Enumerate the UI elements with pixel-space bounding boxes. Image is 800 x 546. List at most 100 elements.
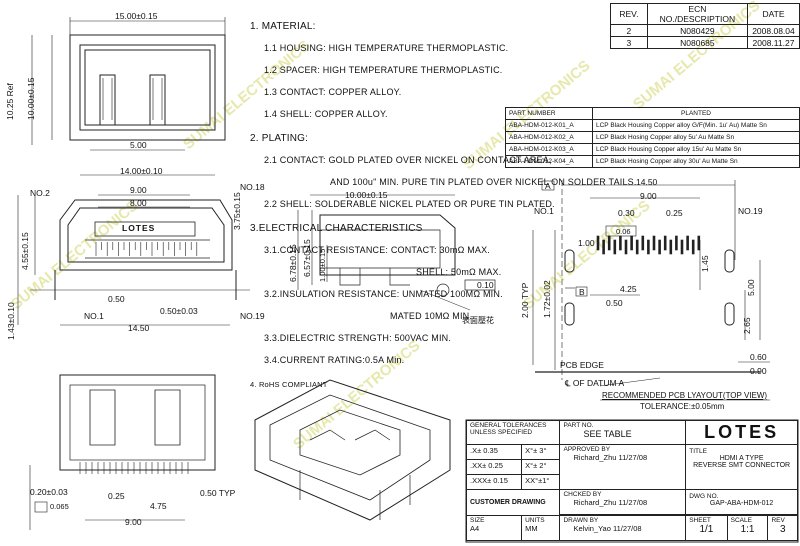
note-line: 3.4.CURRENT RATING:0.5A Min.	[264, 355, 405, 365]
pcb-pad	[641, 235, 645, 251]
note-line: 3.2.INSULATION RESISTANCE: UNMATED 100MΩ…	[264, 289, 503, 299]
dim-label: NO.2	[30, 188, 50, 198]
date-cell: 2008.08.04	[746, 24, 800, 37]
pcb-dim: 0.30	[618, 208, 635, 218]
pcb-dim: NO.1	[534, 206, 554, 216]
pcb-pad	[658, 239, 661, 255]
dim-label: 14.50	[128, 323, 150, 333]
note-line: SHELL: 50mΩ MAX.	[416, 267, 502, 277]
approved-value: Richard_Zhu 11/27/08	[573, 453, 648, 462]
lotes-logo: LOTES	[704, 422, 780, 442]
pcb-pad	[647, 239, 650, 255]
pcb-dim: NO.19	[738, 206, 763, 216]
pcb-pad	[675, 235, 678, 251]
pcb-tolerance: TOLERANCE:±0.05mm	[640, 402, 725, 411]
scale-label: SCALE	[730, 517, 752, 524]
note-line: 1.1 HOUSING: HIGH TEMPERATURE THERMOPLAS…	[264, 43, 509, 53]
note-line: AND 100u" MIN. PURE TIN PLATED OVER NICK…	[330, 177, 637, 187]
pcb-pad	[602, 239, 605, 255]
dim-label: 表面壓花	[462, 316, 494, 325]
tol-row: .X± 0.35	[465, 444, 523, 460]
pcb-pad	[613, 239, 617, 255]
pcb-pad	[624, 239, 628, 255]
dim-label: NO.1	[84, 311, 104, 321]
pcb-dim: 0.06	[616, 227, 631, 236]
datum-center-label: ℄ OF DATUM A	[565, 378, 625, 388]
note-line: 1.3 CONTACT: COPPER ALLOY.	[264, 87, 402, 97]
pcb-pad	[691, 239, 695, 255]
lotes-housing-text: LOTES	[122, 223, 156, 233]
dim-label: 0.10	[477, 280, 494, 290]
approved-label: APPROVED BY	[563, 446, 611, 453]
note-line: 2.2 SHELL: SOLDERABLE NICKEL PLATED OR P…	[264, 199, 555, 209]
dim-label: 0.50 TYP	[200, 488, 236, 498]
note-line: MATED 10MΩ MIN.	[390, 311, 473, 321]
pcb-caption: RECOMMENDED PCB LYAYOUT(TOP VIEW)	[602, 391, 768, 400]
planted-cell: LCP Black Hosing Copper alloy 30u' Au Ma…	[592, 155, 800, 168]
dim-label: 0.065	[50, 502, 69, 511]
iso-view	[254, 379, 451, 521]
note-line: 1.4 SHELL: COPPER ALLOY.	[264, 109, 388, 119]
dim-label: 0.50	[108, 294, 125, 304]
dim-label: NO.18	[240, 182, 265, 192]
dim-label: 15.00±0.15	[115, 11, 158, 21]
date-cell: 2008.11.27	[746, 36, 800, 49]
dim-label: 8.00	[130, 198, 147, 208]
part-no-value: SEE TABLE	[583, 429, 632, 439]
checked-label: CHCKED BY	[563, 491, 602, 498]
dim-label: NO.19	[240, 311, 265, 321]
revision-table: REV. ECN NO./DESCRIPTION DATE 2 N080429 …	[610, 3, 800, 49]
rev-cell: 3	[610, 36, 648, 49]
pcb-edge-label: PCB EDGE	[560, 360, 604, 370]
pcb-dim: 4.25	[620, 284, 637, 294]
tol-row: .XX± 0.25	[465, 459, 523, 475]
title-value: HDMI A TYPE	[719, 455, 764, 462]
pcb-dim: 0.90	[750, 366, 767, 376]
note-line: 1.2 SPACER: HIGH TEMPERATURE THERMOPLAST…	[264, 65, 503, 75]
material-notes: 1. MATERIAL: 1.1 HOUSING: HIGH TEMPERATU…	[250, 10, 637, 401]
size-label: SIZE	[470, 517, 485, 524]
pcb-pad	[686, 235, 689, 251]
ecn-cell: N080685	[646, 36, 748, 49]
part-no-label: PART NO.	[563, 422, 594, 429]
dim-label: 9.00	[130, 185, 147, 195]
units-label: UNITS	[525, 517, 545, 524]
pcb-dim: 5.00	[746, 279, 756, 296]
dim-label: 4.75	[150, 501, 167, 511]
checked-value: Richard_Zhu 11/27/08	[573, 498, 648, 507]
pcb-pad	[680, 239, 684, 255]
drawn-value: Kelvin_Yao 11/27/08	[573, 524, 642, 533]
dwg-label: DWG NO.	[689, 493, 719, 500]
dim-label: 9.00	[125, 517, 142, 527]
top-view	[31, 17, 226, 151]
dim-label: 5.00	[130, 140, 147, 150]
note-line: 3.1.CONTACT RESISTANCE: CONTACT: 30mΩ MA…	[264, 245, 490, 255]
pcb-dim: 1.45	[700, 255, 710, 272]
pcb-dim: 2.00 TYP	[520, 282, 530, 318]
drawn-label: DRAWN BY	[563, 517, 599, 524]
pcb-pad	[663, 235, 667, 251]
dim-label: 14.00±0.10	[120, 166, 163, 176]
rev-label: REV	[771, 517, 785, 524]
dim-label: 0.20±0.03	[30, 487, 68, 497]
pcb-dim: 0.25	[666, 208, 683, 218]
datum-b-label: B	[579, 287, 585, 297]
sheet-label: SHEET	[689, 517, 711, 524]
title-label: TITLE	[689, 448, 707, 455]
note-line: 3.3.DIELECTRIC STRENGTH: 500VAC MIN.	[264, 333, 452, 343]
pcb-dim: 1.72±0.02	[542, 280, 552, 318]
pcb-dim: 1.00	[578, 238, 595, 248]
tol-row: .XXX± 0.15	[465, 474, 523, 490]
pcb-dim: 0.60	[750, 352, 767, 362]
sheet-value: 1/1	[699, 524, 714, 535]
pcb-pad	[669, 239, 673, 255]
note-line: 1. MATERIAL:	[250, 21, 316, 32]
note-line: 3.ELECTRICAL CHARACTERISTICS	[250, 223, 423, 234]
pcb-dim: 9.00	[640, 191, 657, 201]
general-tolerance-label: GENERAL TOLERANCES UNLESS SPECIFIED	[465, 420, 561, 445]
dim-label: 0.25	[108, 491, 125, 501]
dim-label: 10.00±0.15	[345, 190, 388, 200]
